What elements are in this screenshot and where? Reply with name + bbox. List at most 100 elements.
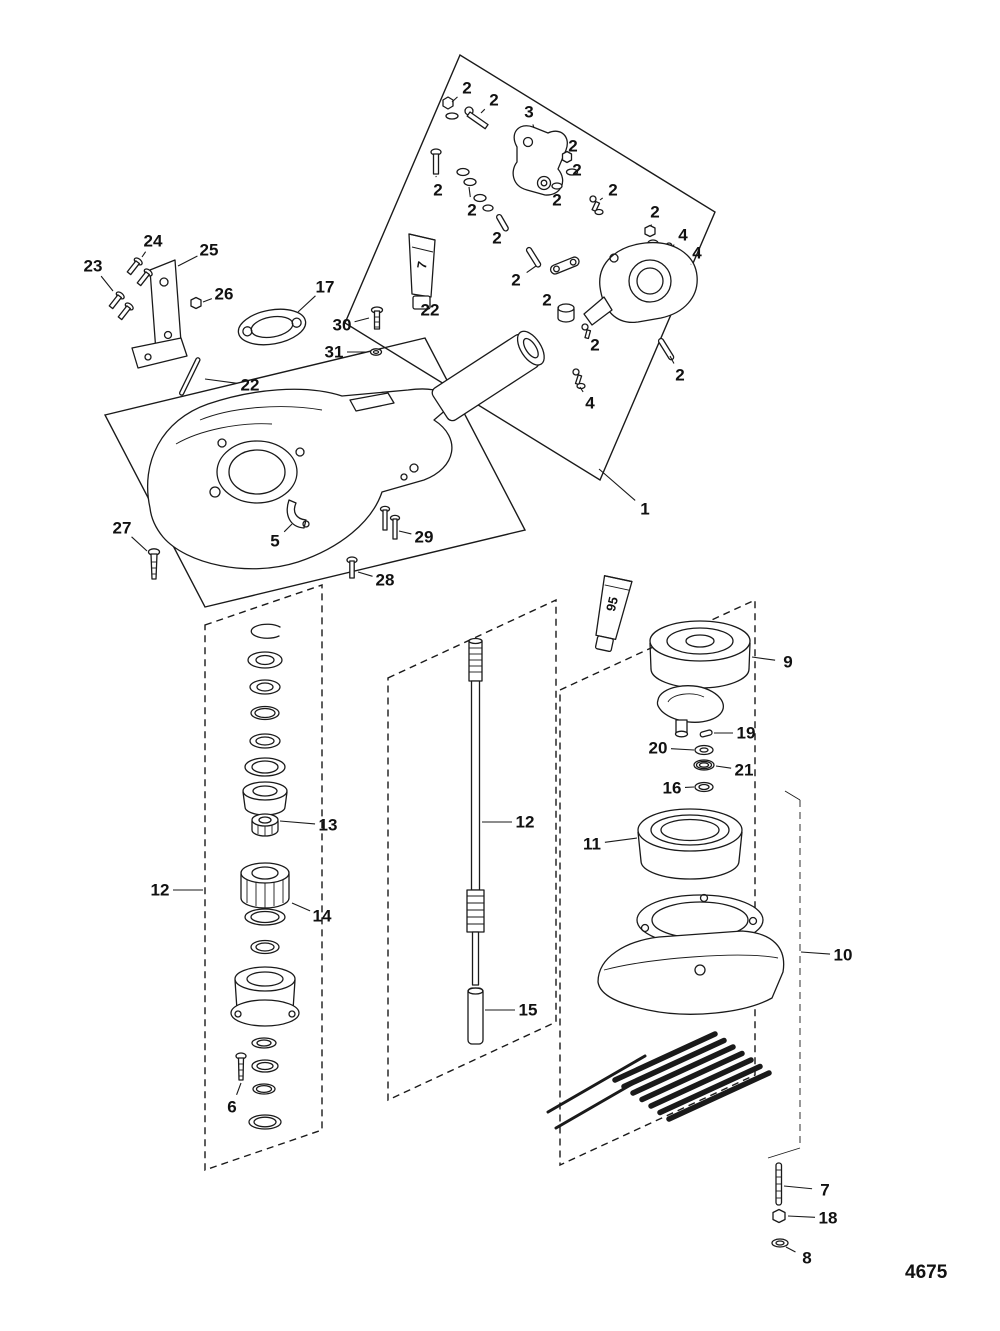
callout-2: 2 [675,365,685,385]
callout-11: 11 [583,834,601,854]
part-bearing-seal-stack [230,623,300,1130]
part-upper-swivel-clamp-3 [512,125,568,196]
callout-28: 28 [375,570,395,590]
part-seal-16 [694,781,714,793]
part-nut-d [561,150,579,176]
callout-12: 12 [515,812,535,832]
callout-4: 4 [692,243,702,263]
callout-2: 2 [433,180,443,200]
callout-4: 4 [678,225,688,245]
part-pin-n [657,337,675,361]
assembly-box-driveshaft [387,598,557,1102]
diagram-number: 4675 [905,1262,948,1283]
callout-2: 2 [572,160,582,180]
callout-2: 2 [489,90,499,110]
callout-15: 15 [518,1000,538,1020]
callout-30: 30 [332,315,352,335]
callout-2: 2 [608,180,618,200]
callout-2: 2 [650,202,660,222]
callout-13: 13 [318,815,338,835]
part-nut-26 [190,296,202,310]
part-bolts-29 [379,505,401,540]
callout-4: 4 [585,393,595,413]
callout-2: 2 [590,335,600,355]
part-bolt-28 [346,556,358,579]
leader-lines [100,96,831,1253]
part-washers-a [456,167,477,187]
callout-18: 18 [818,1208,838,1228]
part-water-pump-housing-9 [649,620,751,738]
callout-2: 2 [568,136,578,156]
callout-27: 27 [112,518,132,538]
part-gear-housing-10 [597,893,785,1015]
part-screw-27 [147,548,161,580]
part-bolt-top [464,106,489,130]
part-water-intake-grate [612,1031,772,1122]
part-grease-fitting-m [581,323,592,340]
part-washer-8 [771,1238,789,1248]
part-driveshaft-sleeve-15 [467,987,484,1045]
part-screw-30 [370,306,384,330]
callout-1: 1 [640,499,650,519]
part-screws-24 [126,257,153,287]
part-washer-e [551,182,563,190]
callout-14: 14 [312,906,332,926]
callout-22: 22 [240,375,260,395]
callout-25: 25 [199,240,219,260]
part-pivot-pin-22 [179,357,201,396]
part-pump-base-11 [637,808,743,880]
callout-2: 2 [467,200,477,220]
callout-29: 29 [414,527,434,547]
part-bearing-21 [693,759,715,771]
part-clevis-pin-j [525,246,542,268]
callout-19: 19 [736,723,756,743]
callout-6: 6 [227,1097,237,1117]
part-nut-18 [772,1208,786,1224]
part-screws-23 [108,291,134,321]
lubricant-tube-95 [594,575,633,653]
part-washer-31 [369,348,383,356]
part-bushing-l [557,303,575,323]
part-washers-c [473,193,494,212]
callout-2: 2 [511,270,521,290]
part-anchor-bracket-25 [131,259,188,369]
part-mounting-studs [546,1054,655,1130]
part-bolt-b [430,148,442,175]
part-nut-washer-top [442,96,459,120]
tube-marking-95: 95 [602,595,622,613]
part-washer-20 [694,744,714,756]
lubricant-tube-7 [408,233,436,310]
part-mount-flange-17 [237,308,307,346]
callout-26: 26 [214,284,234,304]
part-impeller-key-19 [699,729,713,738]
assembly-box-swivel [344,53,716,482]
part-grease-fitting-f [589,195,604,216]
callout-21: 21 [734,760,754,780]
callout-2: 2 [462,78,472,98]
part-speedo-fitting-5 [286,499,310,529]
callout-8: 8 [802,1248,812,1268]
callout-10: 10 [833,945,853,965]
callout-2: 2 [492,228,502,248]
part-link-k [549,256,580,275]
callout-5: 5 [270,531,280,551]
part-stud-7 [775,1162,783,1206]
assembly-box-seal-stack [204,584,323,1171]
part-driveshaft-housing [146,388,453,570]
part-pin-c [496,213,509,232]
callout-9: 9 [783,652,793,672]
callout-16: 16 [662,778,682,798]
part-lower-swivel-bracket-4 [583,241,698,326]
callout-3: 3 [524,102,534,122]
callout-23: 23 [83,256,103,276]
callout-2: 2 [542,290,552,310]
assembly-box-gearcase [559,598,756,1167]
callout-12: 12 [150,880,170,900]
callout-22: 22 [420,300,440,320]
part-exhaust-tube [431,330,545,422]
part-carrier-screw-6 [235,1052,247,1081]
callout-24: 24 [143,231,163,251]
bracket-line-10 [767,790,801,1159]
